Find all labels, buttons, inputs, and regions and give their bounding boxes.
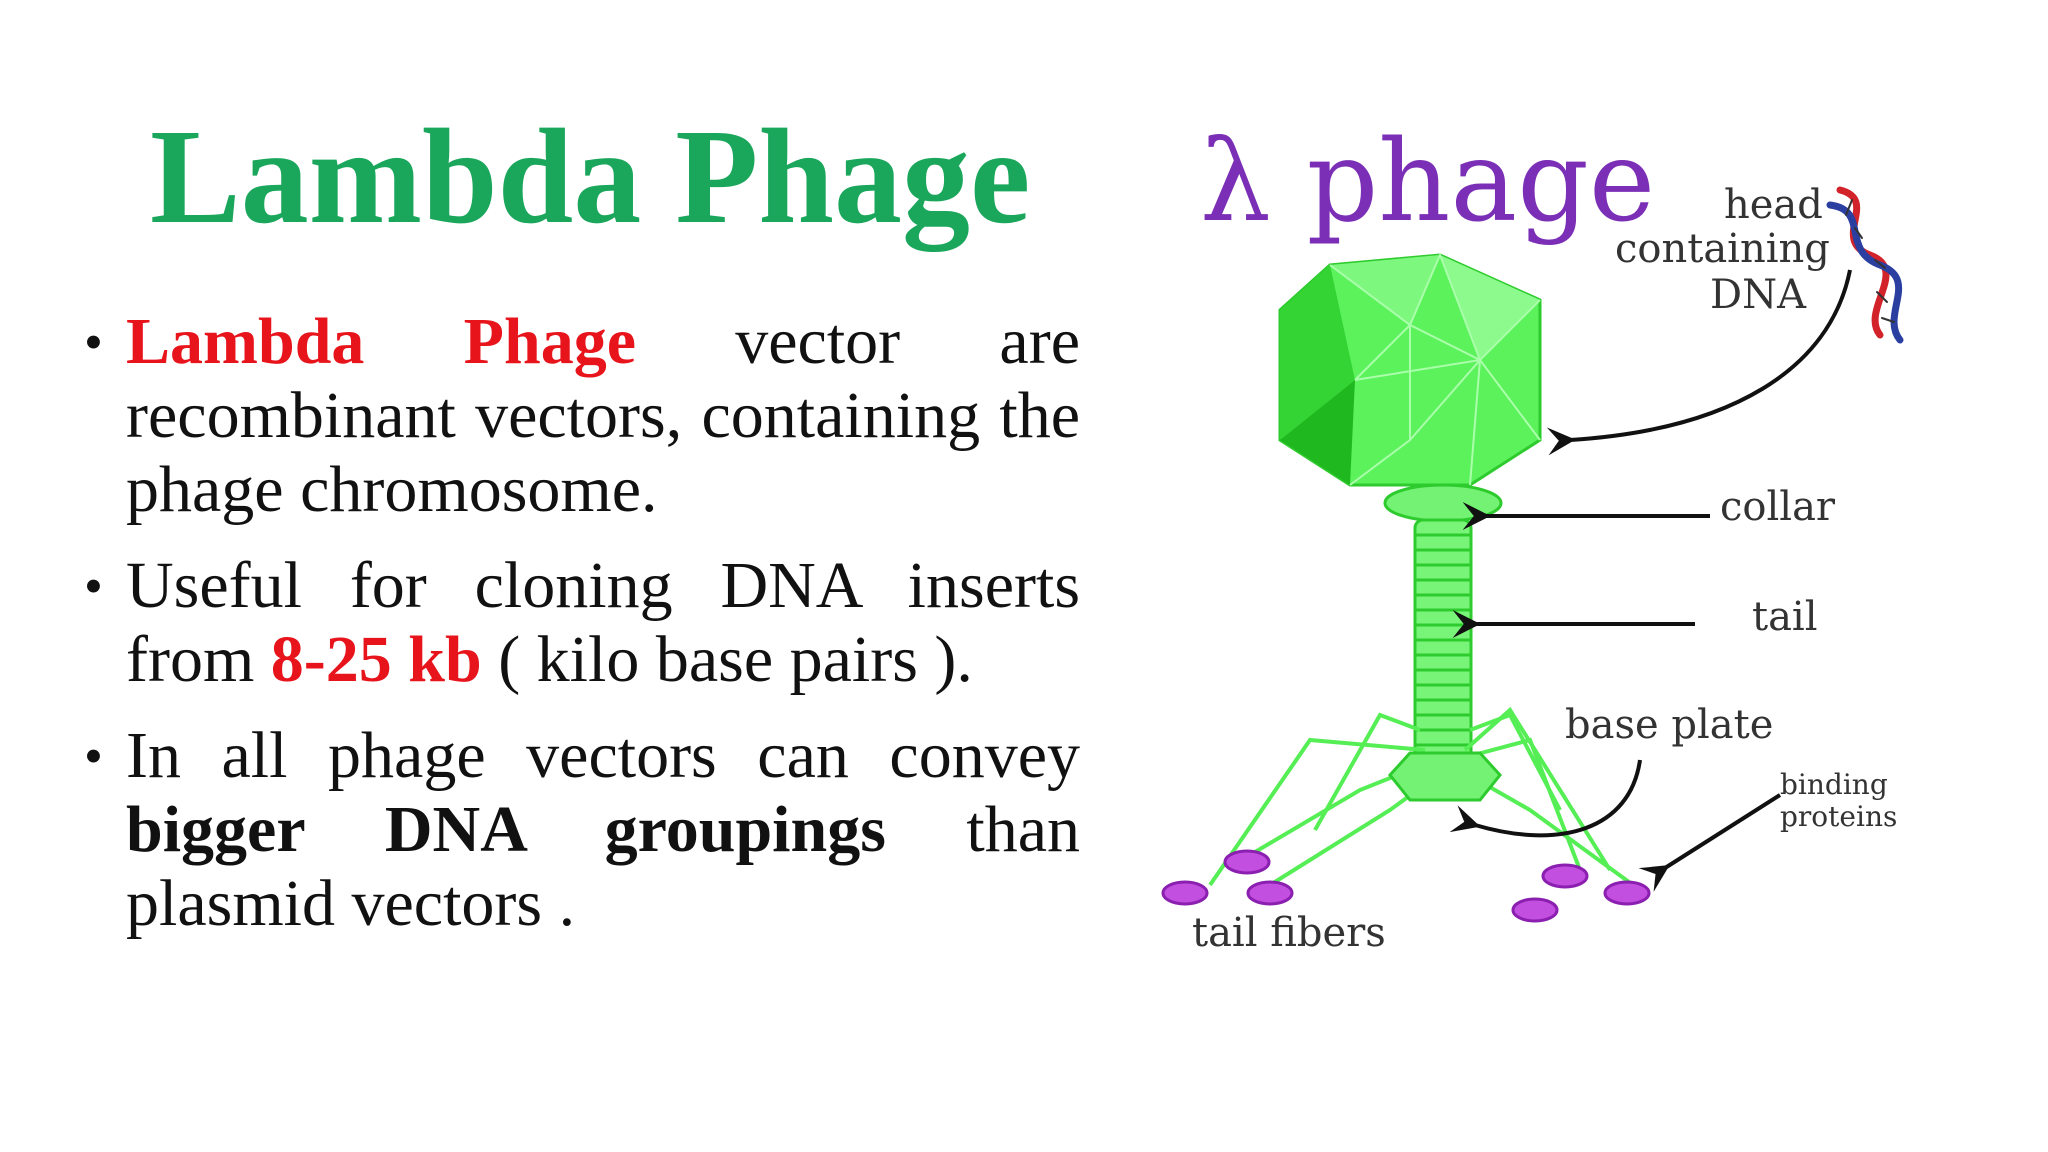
- bullet-item-dna-groupings: • In all phage vectors can convey bigger…: [80, 719, 1080, 941]
- label-dna: DNA: [1710, 272, 1807, 318]
- phage-collar: [1383, 483, 1503, 523]
- label-binding: binding: [1780, 768, 1888, 801]
- bullet-item-lambda-vector: • Lambda Phage vector are recombinant ve…: [80, 305, 1080, 527]
- arrow-binding-proteins: [1638, 793, 1782, 892]
- binding-proteins: [1161, 849, 1651, 923]
- bullet-text: In all phage vectors can convey: [126, 719, 1080, 792]
- bullet-text: vector are recombinant vectors, containi…: [126, 305, 1080, 526]
- label-tail-fibers: tail fibers: [1192, 910, 1386, 956]
- bullet-marker: •: [84, 312, 103, 372]
- binding-protein: [1246, 880, 1294, 906]
- bullet-emphasis: bigger DNA groupings: [126, 793, 886, 866]
- lambda-phage-diagram: λ phage: [1140, 110, 1940, 980]
- binding-protein: [1541, 863, 1589, 889]
- binding-protein: [1511, 897, 1559, 923]
- bullet-highlight: Lambda Phage: [126, 305, 636, 378]
- arrow-base-plate: [1449, 759, 1642, 838]
- label-proteins: proteins: [1780, 800, 1897, 833]
- bullet-item-cloning-size: • Useful for cloning DNA inserts from 8-…: [80, 549, 1080, 697]
- phage-tail: [1413, 518, 1473, 777]
- binding-protein: [1603, 880, 1651, 906]
- bullet-marker: •: [84, 556, 103, 616]
- binding-protein: [1223, 849, 1271, 875]
- slide-title: Lambda Phage: [150, 102, 1031, 252]
- arrow-head: [1546, 269, 1852, 456]
- bullet-list: • Lambda Phage vector are recombinant ve…: [80, 305, 1080, 963]
- bullet-text: Useful for cloning DNA inserts from: [126, 549, 1080, 696]
- label-tail: tail: [1752, 594, 1818, 640]
- bullet-text: than plasmid vectors .: [126, 793, 1080, 940]
- bullet-marker: •: [84, 726, 103, 786]
- dna-helix-icon: [1826, 186, 1904, 344]
- bullet-highlight: 8-25 kb: [270, 623, 482, 696]
- bullet-text: ( kilo base pairs ).: [481, 623, 973, 696]
- phage-head: [1278, 252, 1542, 487]
- phage-base-plate: [1388, 751, 1502, 802]
- figure-title: λ phage: [1200, 117, 1655, 247]
- label-base-plate: base plate: [1565, 702, 1773, 748]
- label-head: head: [1724, 182, 1823, 228]
- phage-illustration: λ phage: [1161, 117, 1904, 956]
- binding-protein: [1161, 880, 1209, 906]
- label-containing: containing: [1615, 226, 1830, 272]
- label-collar: collar: [1720, 484, 1836, 530]
